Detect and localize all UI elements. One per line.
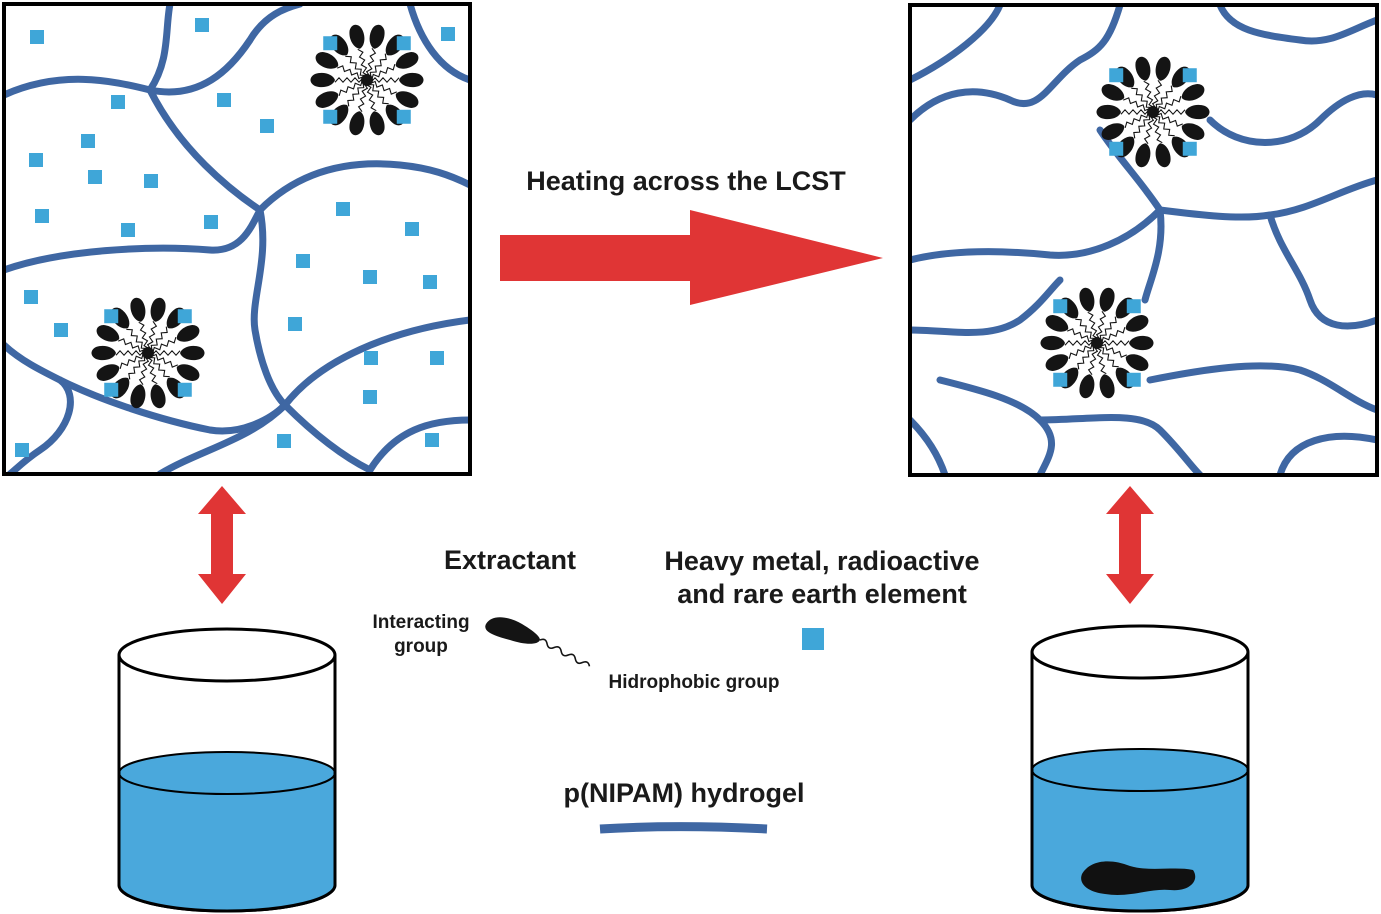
extractant-head — [1079, 287, 1095, 312]
swollen-hydrogel-panel — [2, 2, 472, 476]
hydrophobic-group-label: Hidrophobic group — [608, 672, 780, 693]
extractant-head — [150, 297, 166, 322]
double-arrow-left — [198, 486, 246, 604]
extractant-head — [91, 345, 116, 361]
extractant-head — [1155, 56, 1171, 81]
panel-frame-right — [908, 3, 1379, 477]
bound-ion — [177, 382, 192, 397]
heating-label: Heating across the LCST — [526, 166, 846, 196]
micelle-core — [1147, 106, 1159, 118]
polymer-network-swollen — [4, 4, 470, 474]
extractant-legend-icon — [485, 617, 591, 667]
collapsed-hydrogel-panel — [908, 3, 1379, 477]
extractant-head — [1079, 374, 1095, 399]
extractant-head — [1125, 354, 1149, 371]
extractant-head — [1185, 104, 1210, 120]
extractant-head — [1045, 354, 1069, 371]
micelle — [1096, 56, 1210, 168]
hydrogel-legend-icon — [599, 822, 768, 834]
bound-ion — [1182, 141, 1197, 156]
extractant-head — [349, 111, 365, 136]
extractant-head — [395, 91, 419, 108]
extractant-micelles — [91, 24, 1210, 409]
bound-ion — [1182, 68, 1197, 83]
extractant-head — [96, 364, 120, 381]
bound-ion — [1053, 372, 1068, 387]
collapsed-hydrogel-blob — [1081, 861, 1196, 895]
bound-ion — [177, 309, 192, 324]
extractant-head — [96, 325, 120, 342]
bound-ion — [396, 36, 411, 51]
bound-ion — [1126, 372, 1141, 387]
water-left — [119, 773, 335, 911]
extractant-head — [1099, 374, 1115, 399]
extractant-head — [1181, 84, 1205, 101]
extractant-title: Extractant — [443, 545, 577, 575]
extractant-head — [1045, 315, 1069, 332]
extractant-head — [150, 384, 166, 409]
element-title: Heavy metal, radioactive and rare earth … — [664, 546, 980, 609]
bound-ion — [396, 109, 411, 124]
micelle — [310, 24, 424, 136]
extractant-head — [395, 52, 419, 69]
extractant-head — [1101, 123, 1125, 140]
micelle-core — [1091, 337, 1103, 349]
extractant-head — [315, 52, 339, 69]
extractant-head — [1099, 287, 1115, 312]
bound-ion — [1126, 299, 1141, 314]
extractant-head — [130, 297, 146, 322]
bound-ion — [323, 109, 338, 124]
extractant-head — [130, 384, 146, 409]
bound-ion — [1109, 141, 1124, 156]
extractant-head — [176, 364, 200, 381]
extractant-head — [310, 72, 335, 88]
extractant-head — [369, 24, 385, 49]
extractant-head — [369, 111, 385, 136]
interacting-group-label: Interacting group — [372, 612, 470, 657]
micelle — [91, 297, 205, 409]
bound-ion — [1053, 299, 1068, 314]
extractant-head — [349, 24, 365, 49]
beaker-left — [117, 627, 337, 913]
micelle-core — [142, 347, 154, 359]
extractant-head — [1040, 335, 1065, 351]
extractant-head — [399, 72, 424, 88]
heating-arrow — [500, 210, 883, 305]
micelle-core — [361, 74, 373, 86]
hydrogel-title: p(NIPAM) hydrogel — [563, 778, 805, 808]
bound-ion — [104, 382, 119, 397]
micelle — [1040, 287, 1154, 399]
double-arrow-right — [1106, 486, 1154, 604]
extractant-head — [1096, 104, 1121, 120]
bound-ion — [104, 309, 119, 324]
extractant-head — [1181, 123, 1205, 140]
extractant-head — [1129, 335, 1154, 351]
extractant-head — [1101, 84, 1125, 101]
extractant-head — [1135, 143, 1151, 168]
element-legend-icon — [802, 628, 824, 650]
panel-frame-left — [2, 2, 472, 476]
beaker-right — [1030, 624, 1250, 913]
extractant-head — [1155, 143, 1171, 168]
extractant-head — [180, 345, 205, 361]
extractant-head — [176, 325, 200, 342]
bound-ion — [323, 36, 338, 51]
extractant-head — [1125, 315, 1149, 332]
extractant-head — [315, 91, 339, 108]
extractant-head — [1135, 56, 1151, 81]
bound-ion — [1109, 68, 1124, 83]
